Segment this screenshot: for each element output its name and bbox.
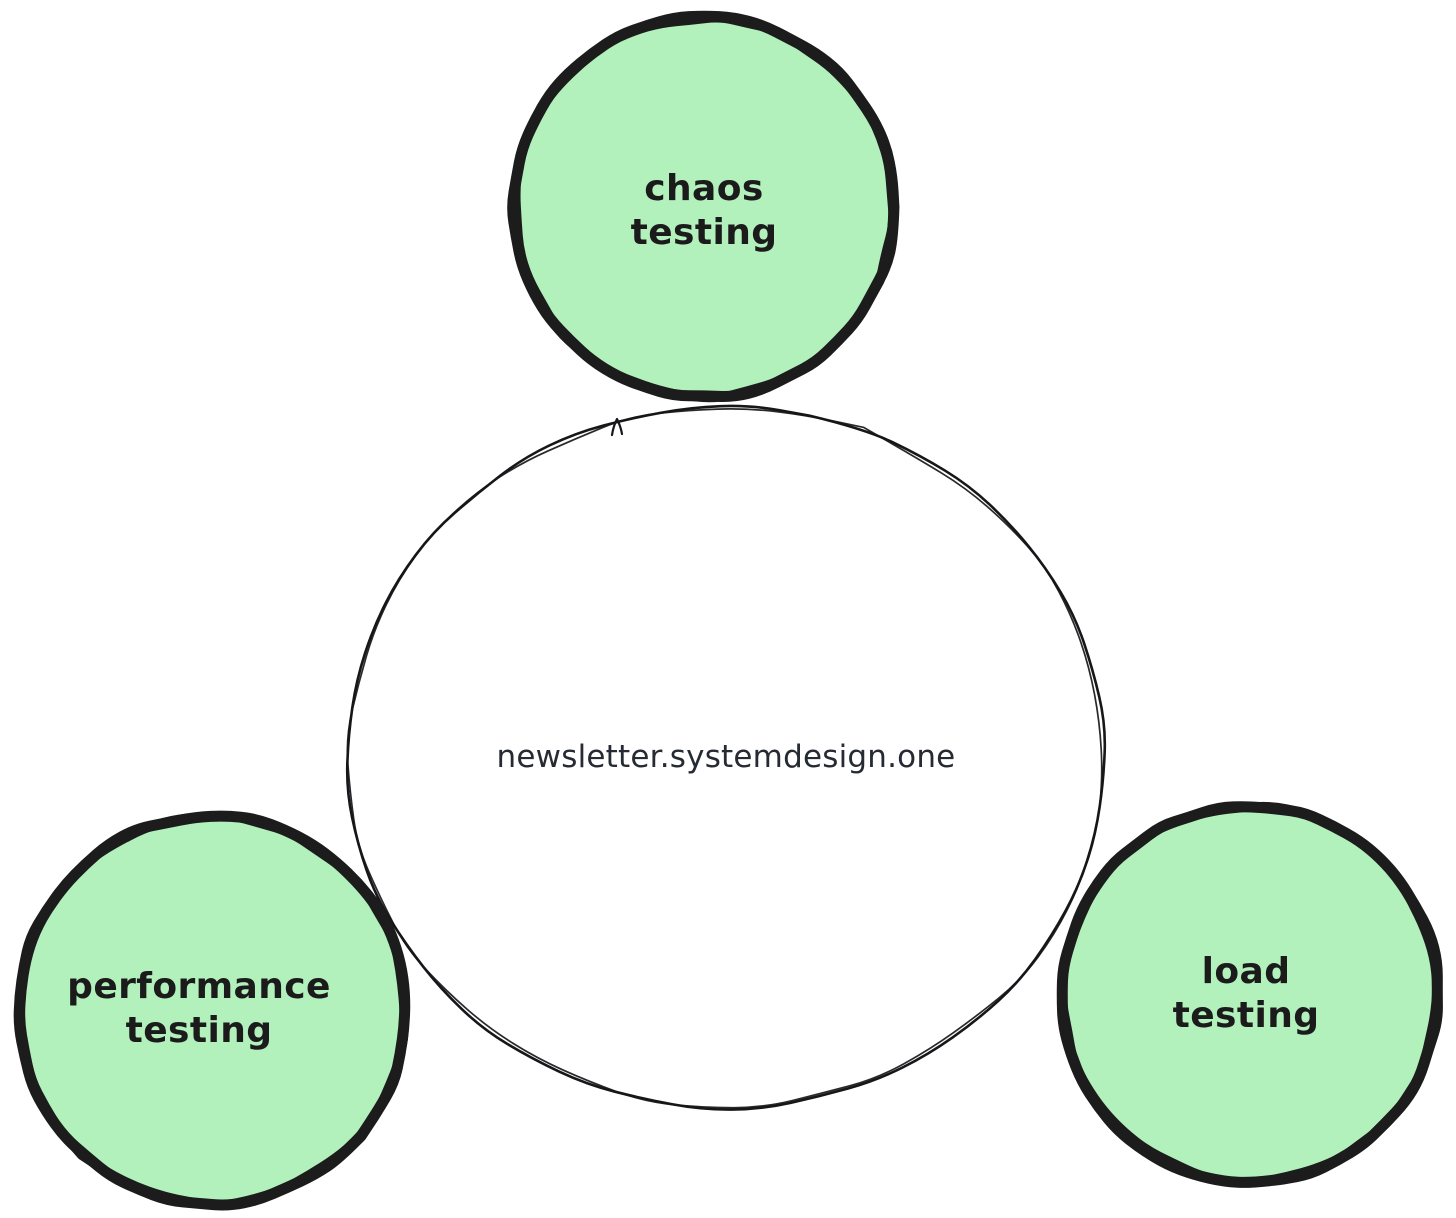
hub-circle[interactable] (345, 404, 1107, 1111)
node-fill-load-testing (1061, 806, 1438, 1183)
node-fill-performance-testing (18, 815, 407, 1204)
node-circle-load-testing[interactable] (1056, 801, 1443, 1188)
hub-pen-start-tail (610, 417, 624, 437)
node-circle-chaos-testing[interactable] (507, 10, 900, 403)
node-fill-chaos-testing (514, 18, 895, 396)
node-circles-group (13, 10, 1443, 1211)
node-outline-b-chaos-testing (511, 13, 898, 403)
hub-circle-outline-b (346, 408, 1103, 1109)
node-outline-b-performance-testing (16, 811, 410, 1210)
node-outline-b-load-testing (1057, 801, 1442, 1187)
node-circle-performance-testing[interactable] (13, 810, 411, 1211)
